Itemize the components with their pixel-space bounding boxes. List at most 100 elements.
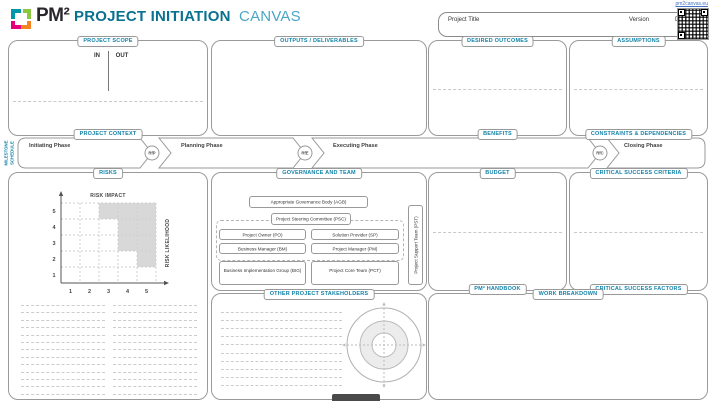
pm2-logo-text: PM² [36,5,70,26]
y-axis-arrow-icon [58,191,64,196]
bm-box[interactable]: Business Manager (BM) [219,243,306,254]
budget-label: BUDGET [479,168,516,179]
executing-phase-label: Executing Phase [333,143,378,149]
constraints-dependencies-label: CONSTRAINTS & DEPENDENCIES [584,129,693,140]
qr-link[interactable]: pm2canvas.eu [675,1,708,7]
writing-line [221,344,342,346]
y-tick: 4 [52,225,56,231]
po-box[interactable]: Project Owner (PO) [219,229,306,240]
writing-line [21,393,105,395]
risk-impact-axis-label: RISK IMPACT [90,193,125,199]
risk-list-lines-left[interactable] [21,305,105,395]
agb-box[interactable]: Appropriate Governance Body (AGB) [249,196,368,208]
gate-rfp-label: RfP [148,151,155,156]
x-tick: 4 [126,289,130,295]
writing-line [221,360,342,362]
x-axis-ticks: 1 2 3 4 5 [69,289,148,295]
desired-outcomes-label: DESIRED OUTCOMES [461,36,534,47]
risk-likelihood-axis-label: RISK LIKELIHOOD [165,219,171,268]
writing-line [21,334,105,336]
work-breakdown-label: WORK BREAKDOWN [532,289,604,300]
writing-line [21,327,105,329]
x-tick: 2 [88,289,91,295]
pst-box[interactable]: Project Support Team (PST) [408,205,423,285]
outputs-deliverables-box[interactable]: OUTPUTS / DELIVERABLES [211,36,427,136]
closing-phase-shape[interactable] [605,137,706,169]
writing-line [221,352,342,354]
x-tick: 3 [107,289,110,295]
pm-label: Project Manager (PM) [332,245,378,251]
writing-line [21,349,105,351]
y-axis-ticks: 5 4 3 2 1 [52,209,56,279]
desired-outcomes-box[interactable]: DESIRED OUTCOMES BENEFITS [428,36,567,140]
psc-group-outline [216,220,404,261]
initiating-phase-label: Initiating Phase [29,143,70,149]
x-tick: 5 [145,289,148,295]
writing-line [113,371,197,373]
stakeholders-box[interactable]: OTHER PROJECT STAKEHOLDERS [211,289,427,400]
risk-matrix-grid [61,202,157,283]
gate-rfc-circle[interactable] [592,145,608,161]
page-title: PROJECT INITIATION CANVAS [74,8,301,25]
assumptions-box[interactable]: ASSUMPTIONS CONSTRAINTS & DEPENDENCIES [569,36,708,140]
onion-crosshair-arrows [342,302,426,388]
writing-line [221,368,342,370]
writing-line [113,342,197,344]
risk-list-lines-right[interactable] [113,305,197,395]
risks-box[interactable]: RISKS RISK IMPACT RISK LIKELIHOOD 5 4 [8,168,208,400]
writing-line [221,336,342,338]
page-title-main: PROJECT INITIATION [74,8,231,25]
writing-line [113,356,197,358]
benefits-label: BENEFITS [477,129,518,140]
qr-finder-icon [701,9,708,16]
work-breakdown-box[interactable]: WORK BREAKDOWN [428,289,708,400]
project-scope-box[interactable]: PROJECT SCOPE IN OUT PROJECT CONTEXT [8,36,208,140]
critical-success-criteria-label: CRITICAL SUCCESS CRITERIA [589,168,688,179]
budget-box[interactable]: BUDGET PM² HANDBOOK [428,168,567,295]
version-label: Version [629,17,650,23]
writing-line [113,393,197,395]
pct-box[interactable]: Project Core Team (PCT) [311,261,399,285]
governance-team-box[interactable]: GOVERNANCE AND TEAM Appropriate Governan… [211,168,427,291]
pm-box[interactable]: Project Manager (PM) [311,243,399,254]
scope-context-divider [13,101,203,102]
initiating-phase-shape[interactable] [17,137,153,169]
writing-line [21,379,105,381]
psc-box[interactable]: Project Steering Committee (PSC) [271,213,351,225]
planning-phase-label: Planning Phase [181,143,223,149]
gate-rfe-label: RfE [301,151,308,156]
critical-success-box[interactable]: CRITICAL SUCCESS CRITERIA CRITICAL SUCCE… [569,168,708,295]
scope-in-header: IN [94,53,100,59]
scope-out-header: OUT [115,53,129,59]
gate-rfc-label: RfC [596,151,603,156]
po-label: Project Owner (PO) [242,231,283,237]
gate-rfe-circle[interactable] [297,145,313,161]
onion-crosshair [343,304,425,386]
sp-box[interactable]: Solution Provider (SP) [311,229,399,240]
stakeholder-list-lines[interactable] [221,312,342,386]
writing-line [113,379,197,381]
writing-line [113,319,197,321]
big-label: Business Implementation Group (BIG) [223,268,302,273]
risks-label: RISKS [93,168,123,179]
outcomes-benefits-divider [433,89,562,90]
writing-line [113,312,197,314]
qr-finder-icon [678,32,685,39]
gate-rfp-circle[interactable] [144,145,160,161]
bottom-bar [332,394,380,401]
writing-line [113,386,197,388]
big-box[interactable]: Business Implementation Group (BIG) [219,261,306,285]
psc-label: Project Steering Committee (PSC) [276,216,346,222]
project-context-label: PROJECT CONTEXT [73,129,143,140]
project-title-label: Project Title [448,17,480,23]
agb-label: Appropriate Governance Body (AGB) [270,199,347,205]
y-tick: 3 [52,241,55,247]
outputs-deliverables-label: OUTPUTS / DELIVERABLES [274,36,364,47]
writing-line [113,305,197,306]
project-title-field[interactable]: Project Title Version Date [438,12,700,37]
writing-line [113,364,197,366]
y-tick: 2 [52,257,55,263]
y-tick: 1 [52,273,55,279]
stakeholders-label: OTHER PROJECT STAKEHOLDERS [263,289,375,300]
writing-line [221,376,342,378]
